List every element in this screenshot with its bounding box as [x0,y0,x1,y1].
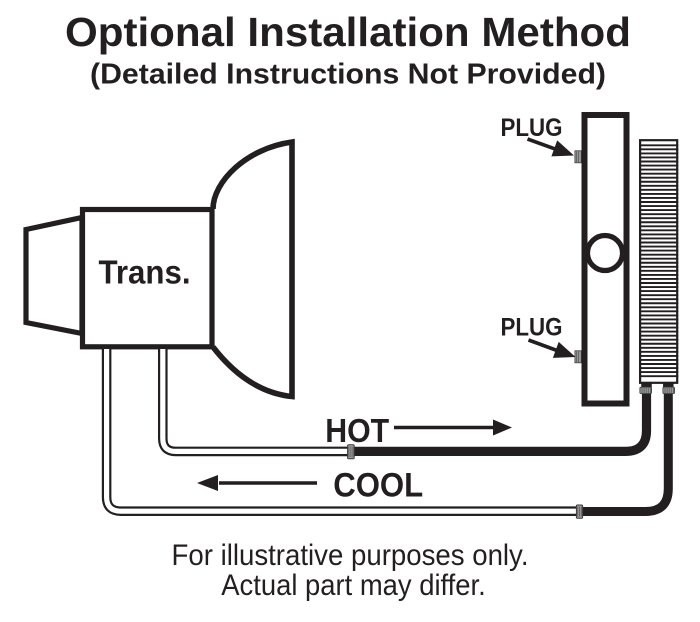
svg-text:(Detailed Instructions Not Pro: (Detailed Instructions Not Provided) [90,58,606,90]
svg-text:COOL: COOL [333,466,423,504]
svg-text:HOT: HOT [325,412,389,449]
svg-text:PLUG: PLUG [501,314,563,342]
svg-text:Trans.: Trans. [99,254,191,291]
svg-text:Actual part may differ.: Actual part may differ. [221,569,486,602]
svg-text:For illustrative purposes only: For illustrative purposes only. [172,539,529,572]
svg-text:Optional Installation Method: Optional Installation Method [65,9,631,55]
svg-text:PLUG: PLUG [501,114,563,142]
